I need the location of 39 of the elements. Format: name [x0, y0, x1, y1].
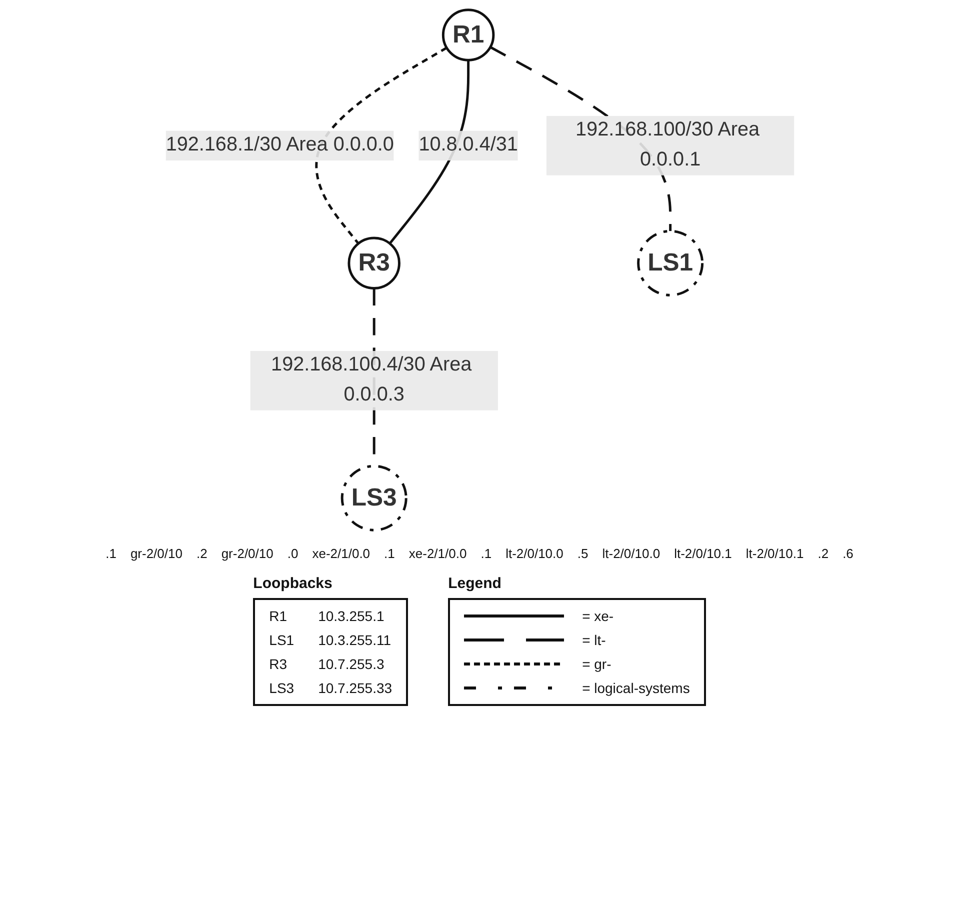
table-cell-text: 10.7.255.3: [318, 656, 386, 672]
interface-label: .1: [480, 546, 492, 561]
edge-label: 10.8.0.4/31: [418, 134, 518, 156]
interface-label: .1: [384, 546, 395, 561]
table-cell-text: 10.3.255.11: [318, 632, 392, 648]
node-circle: R1: [441, 8, 494, 62]
legend-text: = logical-systems: [582, 680, 690, 696]
interface-label: lt-2/0/10.0: [602, 546, 660, 561]
table-cell-text: LS1: [269, 632, 294, 648]
interface-label: .5: [577, 546, 588, 561]
node-circle: LS3: [340, 464, 407, 532]
legend-text: = lt-: [582, 632, 607, 648]
edge-label: 192.168.100/30 Area 0.0.0.1: [575, 120, 760, 170]
interface-label: gr-2/0/10: [221, 546, 274, 561]
node-circle: LS1: [636, 230, 704, 296]
connector: [314, 46, 447, 244]
interface-label: xe-2/1/0.0: [408, 546, 467, 561]
interface-label: xe-2/1/0.0: [312, 546, 370, 561]
interface-label: gr-2/0/10: [130, 546, 182, 561]
table-cell-text: LS3: [269, 680, 294, 696]
table-cell-text: R3: [269, 656, 288, 672]
interface-label: .1: [106, 546, 116, 561]
table-cell-text: 10.7.255.33: [318, 680, 392, 696]
interface-label: lt-2/0/10.1: [674, 546, 732, 561]
interface-label: .0: [287, 546, 298, 561]
interface-label: .6: [842, 546, 854, 561]
legend-heading: Legend: [448, 575, 502, 592]
edge-label: 192.168.100.4/30 Area 0.0.0.3: [270, 354, 472, 406]
interface-label: lt-2/0/10.1: [746, 546, 804, 561]
interface-label: lt-2/0/10.0: [506, 546, 564, 561]
table-cell-text: R1: [269, 608, 288, 624]
table-heading: Loopbacks: [253, 575, 332, 592]
legend-text: = xe-: [582, 608, 615, 624]
interface-label: .2: [196, 546, 208, 561]
node-circle: R3: [347, 236, 400, 290]
table-cell-text: 10.3.255.1: [318, 608, 386, 624]
edge-label: 192.168.1/30 Area 0.0.0.0: [165, 134, 394, 156]
interface-label: .2: [818, 546, 829, 561]
legend-text: = gr-: [582, 656, 612, 672]
